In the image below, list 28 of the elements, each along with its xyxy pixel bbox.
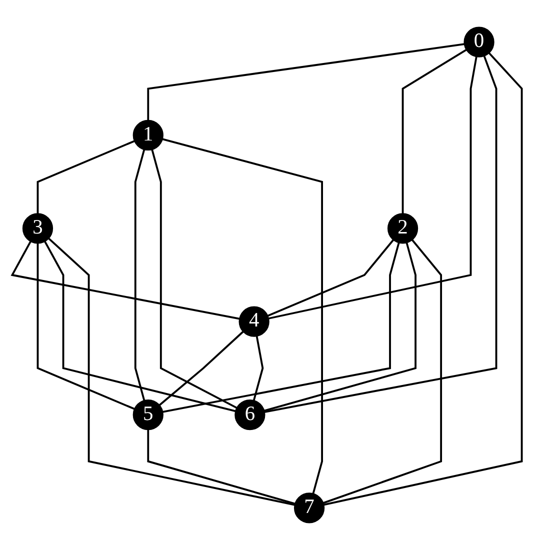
connector: [264, 242, 416, 412]
node-circle: 7: [294, 492, 325, 524]
connector: [134, 149, 146, 401]
connector: [322, 239, 442, 504]
connector: [44, 240, 236, 412]
connector: [36, 140, 135, 214]
connector: [147, 43, 465, 121]
node-circle: 3: [22, 213, 54, 244]
node-circle: 1: [132, 120, 164, 151]
connector: [402, 48, 467, 214]
connector: [36, 243, 135, 410]
connector: [268, 56, 478, 320]
connector: [252, 336, 264, 401]
connector: [147, 429, 296, 505]
node-circle: 0: [464, 26, 494, 58]
node-circle: 5: [132, 399, 164, 430]
node-circle: 4: [238, 306, 270, 337]
connector: [158, 330, 244, 406]
connector: [264, 56, 498, 413]
connector: [10, 240, 240, 320]
connector: [48, 238, 296, 506]
connector: [151, 149, 238, 409]
connector: [162, 138, 323, 494]
connector: [162, 242, 400, 413]
node-circle: 6: [234, 399, 266, 430]
connector: [267, 239, 394, 317]
node-circle: 2: [387, 213, 418, 244]
connector: [323, 52, 523, 506]
